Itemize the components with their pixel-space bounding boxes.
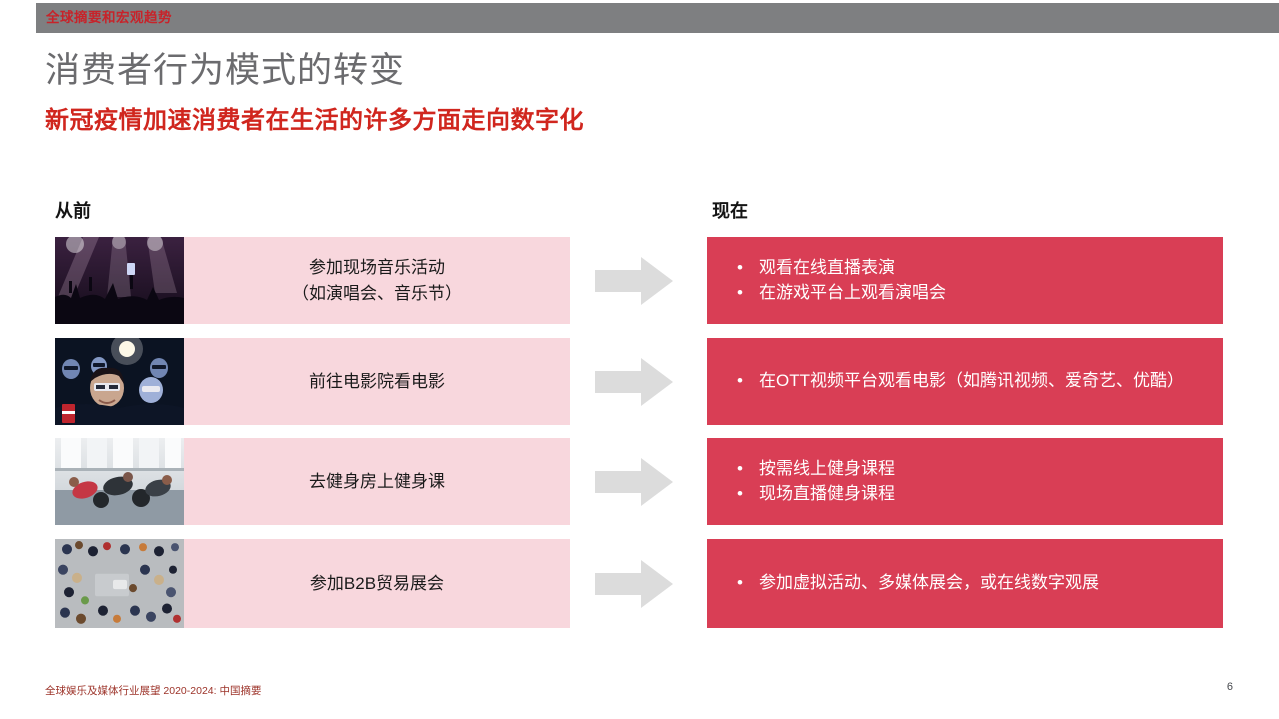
section-tab-bar: 全球摘要和宏观趋势 [36, 3, 1279, 33]
column-header-now: 现在 [712, 201, 748, 221]
now-box: 在OTT视频平台观看电影（如腾讯视频、爱奇艺、优酷） [707, 338, 1223, 425]
now-bullet: 在OTT视频平台观看电影（如腾讯视频、爱奇艺、优酷） [737, 369, 1184, 394]
comparison-row: 去健身房上健身课 按需线上健身课程 现场直播健身课程 [55, 438, 1223, 525]
now-bullet: 按需线上健身课程 [737, 457, 1179, 482]
before-text-line1: 参加B2B贸易展会 [309, 573, 445, 593]
comparison-row: 参加现场音乐活动 （如演唱会、音乐节） 观看在线直播表演 在游戏平台上观看演唱会 [55, 237, 1223, 324]
arrow-right-icon [595, 256, 673, 305]
before-text-line1: 前往电影院看电影 [309, 371, 445, 391]
now-bullet: 现场直播健身课程 [737, 482, 1179, 507]
now-bullet-list: 观看在线直播表演 在游戏平台上观看演唱会 [707, 256, 1223, 305]
now-bullet: 在游戏平台上观看演唱会 [737, 281, 1179, 306]
before-box: 去健身房上健身课 [184, 438, 570, 525]
live-music-photo [55, 237, 184, 324]
now-box: 参加虚拟活动、多媒体展会，或在线数字观展 [707, 539, 1223, 628]
cinema-audience-photo [55, 338, 184, 425]
gym-class-photo [55, 438, 184, 525]
arrow-right-icon [595, 559, 673, 608]
comparison-row: 参加B2B贸易展会 参加虚拟活动、多媒体展会，或在线数字观展 [55, 539, 1223, 628]
column-header-before: 从前 [55, 201, 91, 221]
section-tab-label: 全球摘要和宏观趋势 [46, 10, 172, 25]
now-box: 按需线上健身课程 现场直播健身课程 [707, 438, 1223, 525]
now-bullet-list: 在OTT视频平台观看电影（如腾讯视频、爱奇艺、优酷） [707, 369, 1223, 394]
now-bullet: 观看在线直播表演 [737, 256, 1179, 281]
trade-show-photo [55, 539, 184, 628]
before-text-line1: 去健身房上健身课 [309, 471, 445, 491]
now-box: 观看在线直播表演 在游戏平台上观看演唱会 [707, 237, 1223, 324]
before-box: 参加B2B贸易展会 [184, 539, 570, 628]
arrow-right-icon [595, 457, 673, 506]
now-bullet-list: 按需线上健身课程 现场直播健身课程 [707, 457, 1223, 506]
comparison-row: 前往电影院看电影 在OTT视频平台观看电影（如腾讯视频、爱奇艺、优酷） [55, 338, 1223, 425]
page-subtitle: 新冠疫情加速消费者在生活的许多方面走向数字化 [45, 107, 584, 134]
now-bullet-list: 参加虚拟活动、多媒体展会，或在线数字观展 [707, 571, 1223, 596]
now-bullet: 参加虚拟活动、多媒体展会，或在线数字观展 [737, 571, 1179, 596]
page-number: 6 [1226, 681, 1233, 693]
before-box: 参加现场音乐活动 （如演唱会、音乐节） [184, 237, 570, 324]
before-text-line2: （如演唱会、音乐节） [292, 283, 462, 303]
page-title: 消费者行为模式的转变 [45, 51, 406, 90]
before-box: 前往电影院看电影 [184, 338, 570, 425]
footer-source-text: 全球娱乐及媒体行业展望 2020-2024: 中国摘要 [45, 685, 262, 697]
before-text-line1: 参加现场音乐活动 [309, 258, 445, 277]
arrow-right-icon [595, 357, 673, 406]
